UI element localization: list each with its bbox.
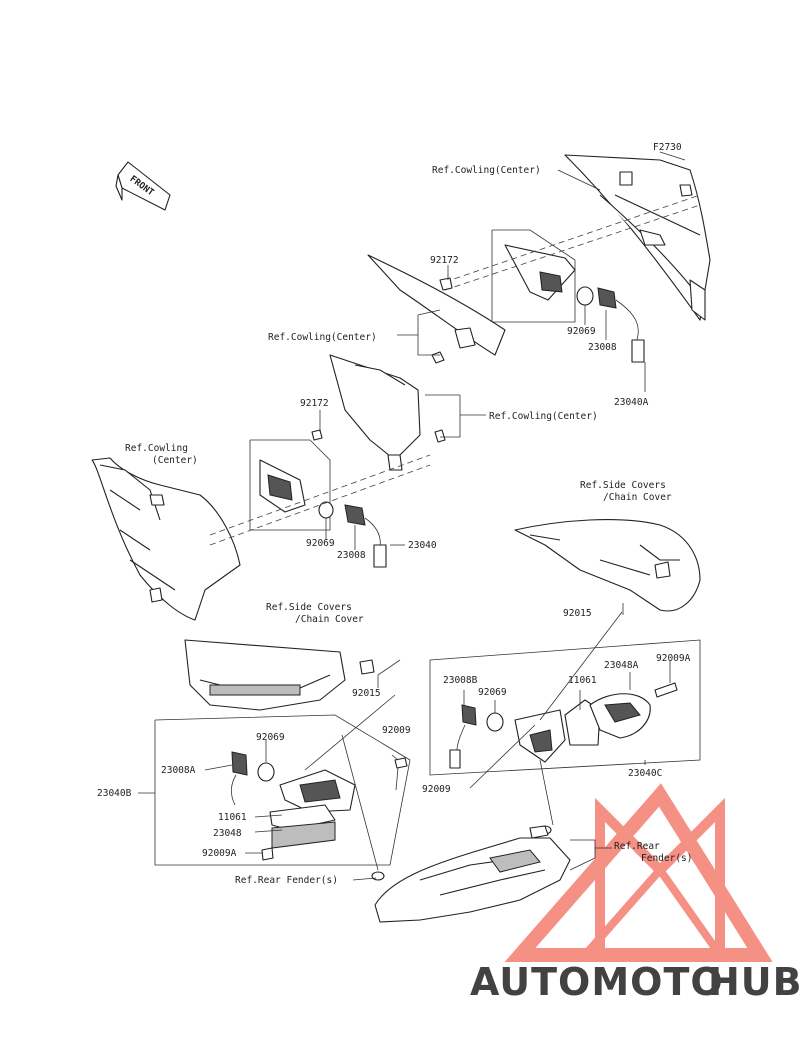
part-23008A: 23008A (161, 765, 196, 776)
part-92069-top: 92069 (567, 326, 596, 337)
part-23040B: 23040B (97, 788, 132, 799)
turn-signal-rear-right (429, 639, 701, 776)
part-92009A-right: 92009A (656, 653, 691, 664)
part-23008-top: 23008 (588, 342, 617, 353)
part-92015-left: 92015 (352, 688, 381, 699)
side-cover-left (184, 639, 375, 711)
part-92069-mid: 92069 (306, 538, 335, 549)
part-92009-rear-left: 92009 (382, 725, 411, 736)
part-11061-left: 11061 (218, 812, 247, 823)
part-23040: 23040 (408, 540, 437, 551)
diagram-code: F2730 (653, 142, 682, 153)
part-23048: 23048 (213, 828, 242, 839)
callout-ref-cowling-center-mid: Ref.Cowling(Center) (268, 332, 377, 343)
part-23040A: 23040A (614, 397, 649, 408)
rear-fender (371, 825, 571, 923)
callout-ref-side-covers-left-line2: /Chain Cover (295, 614, 364, 625)
front-cowling-left (91, 457, 241, 621)
watermark-logo (504, 783, 773, 962)
part-92009A-left: 92009A (202, 848, 237, 859)
cowling-side-piece (367, 254, 506, 364)
labels: F2730 Ref.Cowling(Center) Ref.Cowling(Ce… (97, 142, 692, 886)
callout-ref-rear-line1: Ref.Rear (614, 841, 660, 852)
callout-ref-cowling-line2: (Center) (152, 455, 198, 466)
cowling-center-panel (311, 354, 446, 471)
part-23008-mid: 23008 (337, 550, 366, 561)
part-23040C: 23040C (628, 768, 662, 779)
part-92069-rear-left: 92069 (256, 732, 285, 743)
callout-ref-side-covers-right-line2: /Chain Cover (603, 492, 672, 503)
callout-ref-cowling-center-top: Ref.Cowling(Center) (432, 165, 541, 176)
turn-signal-front-left (209, 439, 431, 568)
callout-ref-rear-line2: Fender(s) (641, 853, 692, 864)
front-arrow-icon: FRONT (115, 161, 171, 211)
part-92015-right: 92015 (563, 608, 592, 619)
part-23048A: 23048A (604, 660, 639, 671)
watermark-part1: AUTOMOTO (470, 960, 724, 1004)
callout-ref-cowling-center-right: Ref.Cowling(Center) (489, 411, 598, 422)
turn-signal-rear-left (154, 714, 411, 866)
part-92172-mid: 92172 (300, 398, 329, 409)
callout-ref-cowling-line1: Ref.Cowling (125, 443, 188, 454)
part-11061-right: 11061 (568, 675, 597, 686)
side-cover-right (514, 518, 701, 612)
callout-ref-side-covers-right-line1: Ref.Side Covers (580, 480, 666, 491)
watermark-part2: HUB (708, 960, 800, 1004)
part-92069-rear-right: 92069 (478, 687, 507, 698)
callout-ref-side-covers-left-line1: Ref.Side Covers (266, 602, 352, 613)
callout-ref-rear-fender-left: Ref.Rear Fender(s) (235, 875, 338, 886)
part-92009-rear-right: 92009 (422, 784, 451, 795)
part-92172-top: 92172 (430, 255, 459, 266)
part-23008B: 23008B (443, 675, 478, 686)
leader-lines (138, 151, 686, 881)
watermark-brand: AUTOMOTO HUB (470, 960, 800, 1004)
front-cowling-top (564, 154, 711, 321)
turn-signal-front-right (444, 194, 701, 363)
